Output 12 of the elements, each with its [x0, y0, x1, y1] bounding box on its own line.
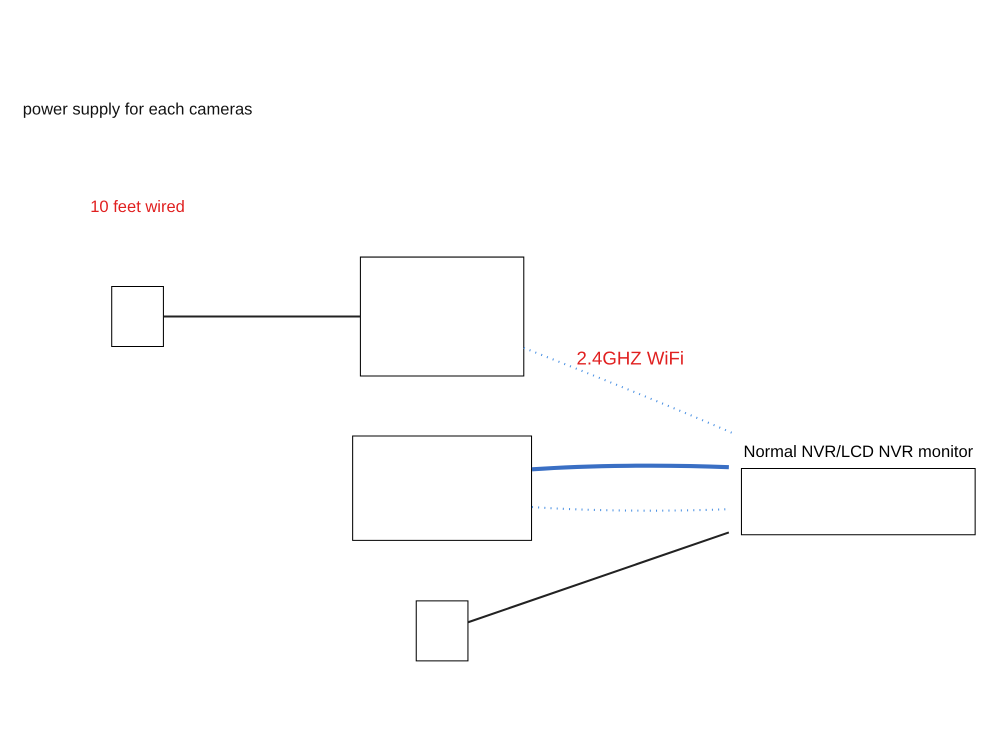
connector: [524, 346, 734, 434]
edge-label: 2.4GHZ WiFi: [576, 347, 684, 368]
connector: [532, 463, 729, 471]
node-label: Normal NVR/LCD NVR monitor: [744, 441, 974, 460]
node-box: [416, 600, 468, 661]
label: 10 feet wired: [90, 196, 185, 216]
node-box: [360, 256, 524, 376]
node-box: [352, 434, 532, 540]
label: power supply for each cameras: [22, 99, 252, 118]
connector: [164, 314, 360, 318]
connector: [468, 530, 730, 623]
node-box: [111, 286, 164, 347]
